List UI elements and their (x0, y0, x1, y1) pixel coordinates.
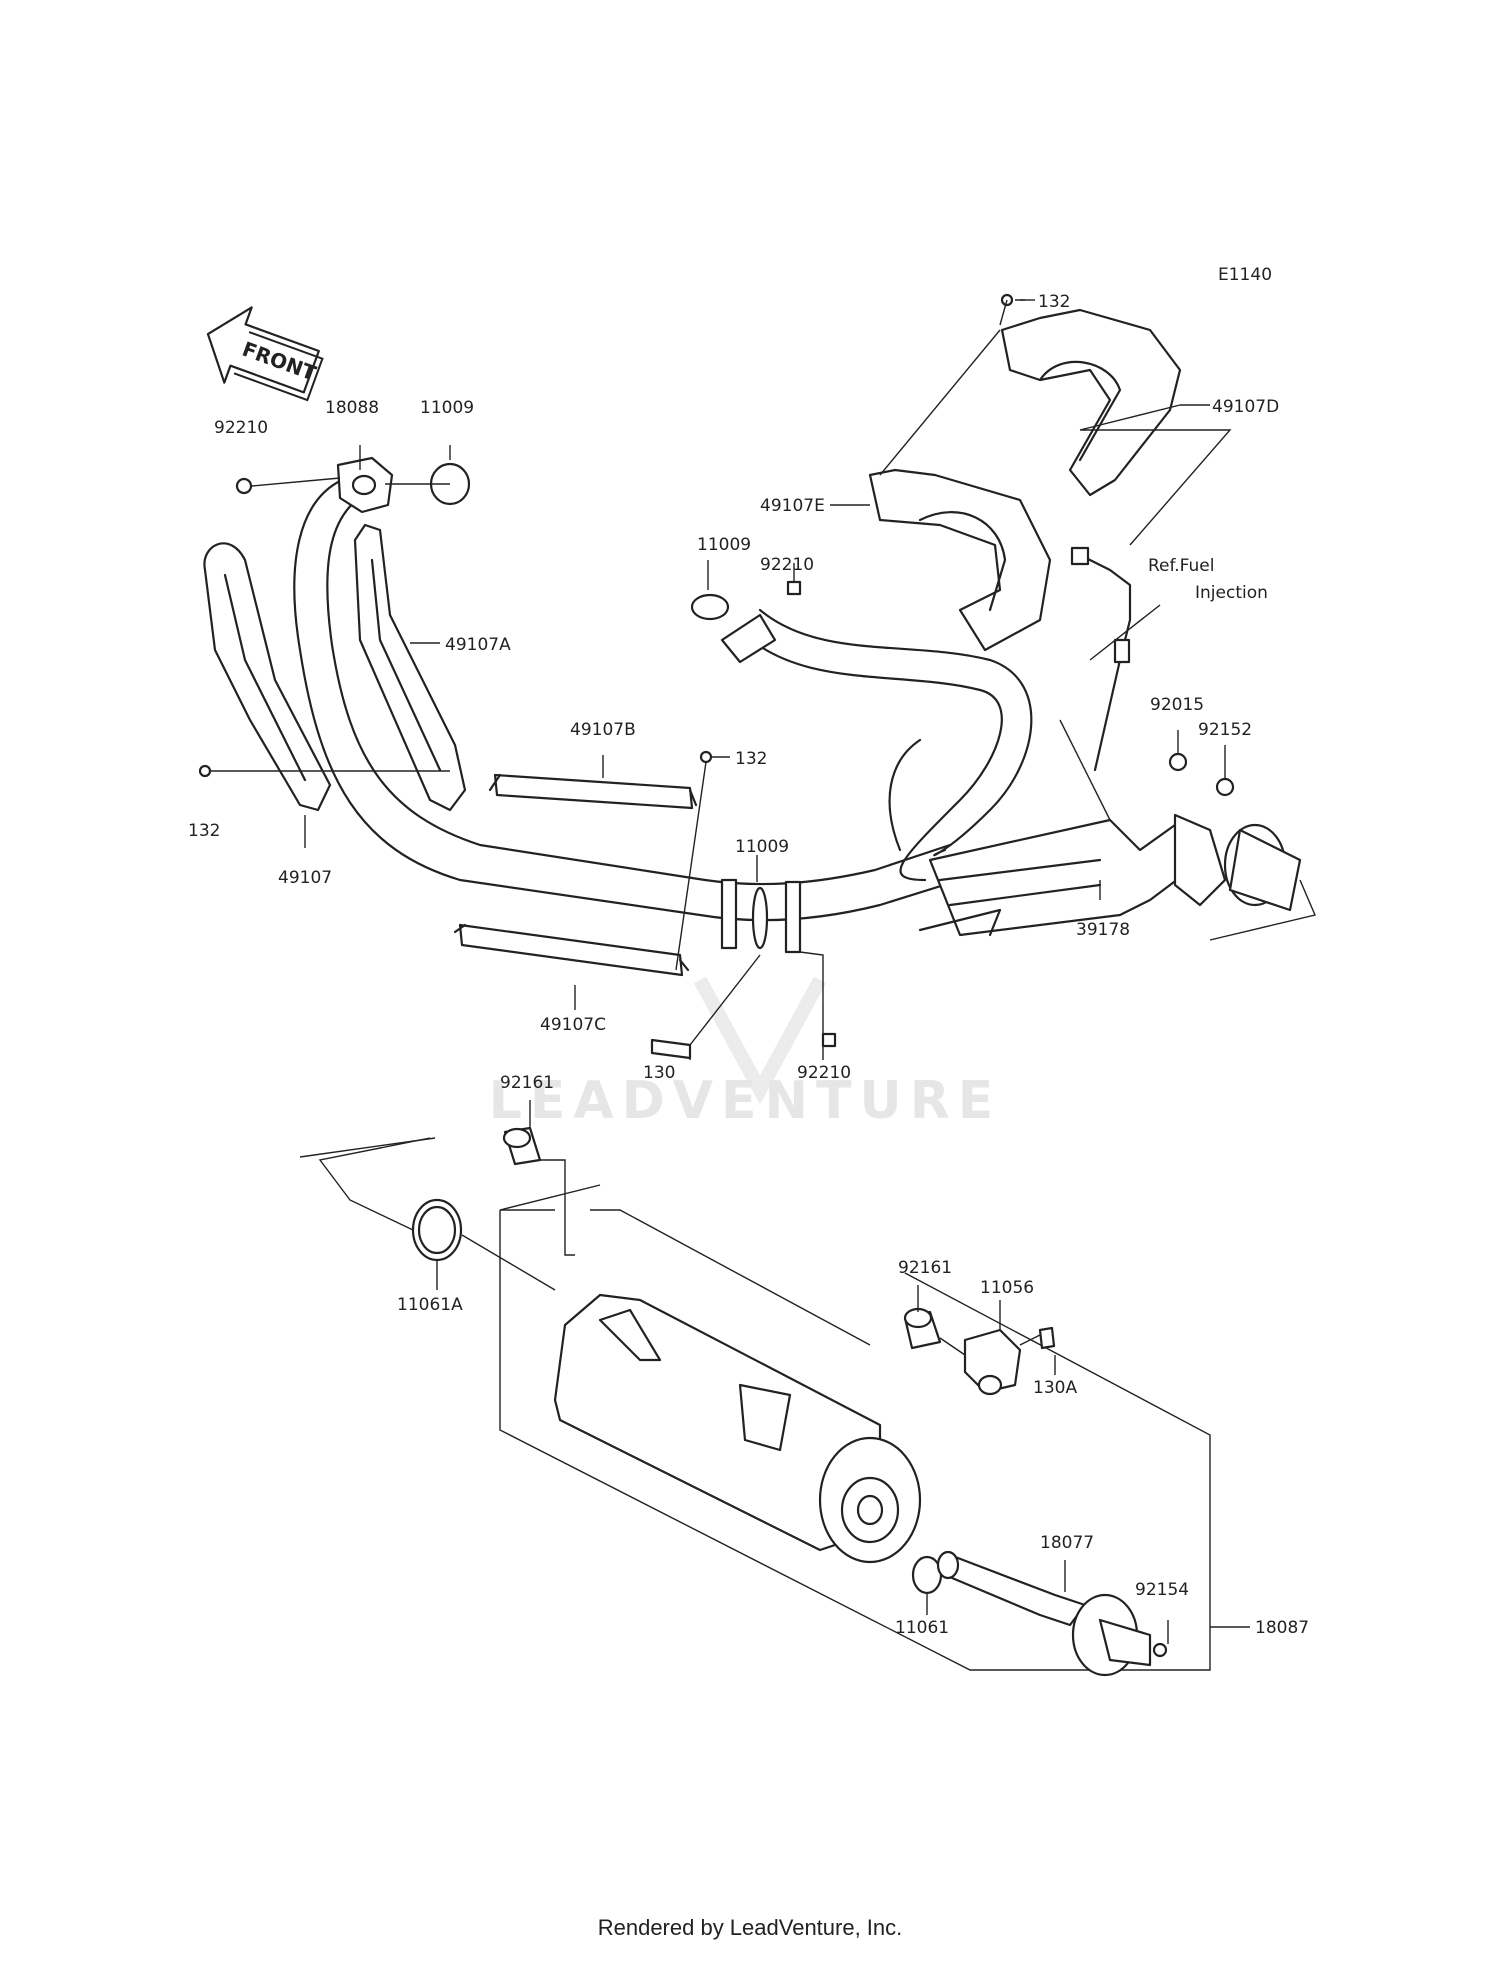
nut-92210-bottom (821, 1032, 837, 1048)
nut-92210-left (235, 477, 253, 495)
label-18087: 18087 (1255, 1618, 1309, 1638)
label-11061A: 11061A (397, 1295, 463, 1315)
muffler-assembly (411, 1126, 1211, 1677)
ref-note-line2: Injection (1195, 583, 1268, 603)
label-39178: 39178 (1076, 920, 1130, 940)
heat-guard-49107A (353, 523, 467, 812)
watermark: LEADVENTURE (489, 976, 1002, 1131)
label-130: 130 (643, 1063, 675, 1083)
label-92161-top: 92161 (500, 1073, 554, 1093)
bolt-132-left (198, 764, 212, 778)
label-92152: 92152 (1198, 720, 1252, 740)
label-11056: 11056 (980, 1278, 1034, 1298)
leader-lines (210, 299, 1316, 1644)
heat-guard-49107E (868, 468, 1052, 652)
label-132-top: 132 (1038, 292, 1070, 312)
label-92210-left: 92210 (214, 418, 268, 438)
bolt-130A (1038, 1326, 1056, 1350)
gasket-11061 (911, 1555, 943, 1595)
label-130A: 130A (1033, 1378, 1077, 1398)
label-11009-mid: 11009 (697, 535, 751, 555)
heat-guard-49107D (1000, 308, 1182, 497)
label-132-left: 132 (188, 821, 220, 841)
label-49107: 49107 (278, 868, 332, 888)
nut-92210-mid (786, 580, 802, 596)
bolt-130 (650, 1038, 692, 1060)
heat-guard-49107C (453, 923, 690, 977)
label-49107C: 49107C (540, 1015, 606, 1035)
label-132-mid: 132 (735, 749, 767, 769)
label-49107A: 49107A (445, 635, 511, 655)
exhaust-pipe-assembly (293, 456, 1302, 954)
nut-92015 (1168, 752, 1188, 772)
washer-92152 (1215, 777, 1235, 797)
heat-guard-49107B (488, 773, 698, 810)
front-arrow: FRONT (206, 306, 324, 402)
label-11009-left: 11009 (420, 398, 474, 418)
label-49107D: 49107D (1212, 397, 1279, 417)
diagram-code: E1140 (1218, 265, 1272, 285)
label-92154: 92154 (1135, 1580, 1189, 1600)
bolt-132-mid (699, 750, 713, 764)
label-49107E: 49107E (760, 496, 825, 516)
bolt-92154 (1152, 1642, 1168, 1658)
footer-credit: Rendered by LeadVenture, Inc. (597, 1915, 903, 1940)
label-11009-joint: 11009 (735, 837, 789, 857)
gasket-11009-mid (690, 593, 730, 621)
label-92210-bottom: 92210 (797, 1063, 851, 1083)
label-18088: 18088 (325, 398, 379, 418)
label-92015: 92015 (1150, 695, 1204, 715)
joint-ring (751, 886, 769, 950)
label-49107B: 49107B (570, 720, 636, 740)
gasket-11061A (411, 1198, 463, 1262)
part-labels: 132 49107D 49107E 11009 92210 92210 1808… (188, 292, 1309, 1638)
gasket-plate-left (720, 878, 738, 950)
ref-note-line1: Ref.Fuel (1148, 556, 1214, 576)
heat-guard-49107 (203, 542, 332, 812)
watermark-text: LEADVENTURE (489, 1071, 1002, 1131)
label-92161-right: 92161 (898, 1258, 952, 1278)
label-18077: 18077 (1040, 1533, 1094, 1553)
label-92210-mid: 92210 (760, 555, 814, 575)
label-11061: 11061 (895, 1618, 949, 1638)
spark-arrestor-18077 (943, 1553, 1087, 1627)
gasket-plate-right (784, 880, 802, 954)
